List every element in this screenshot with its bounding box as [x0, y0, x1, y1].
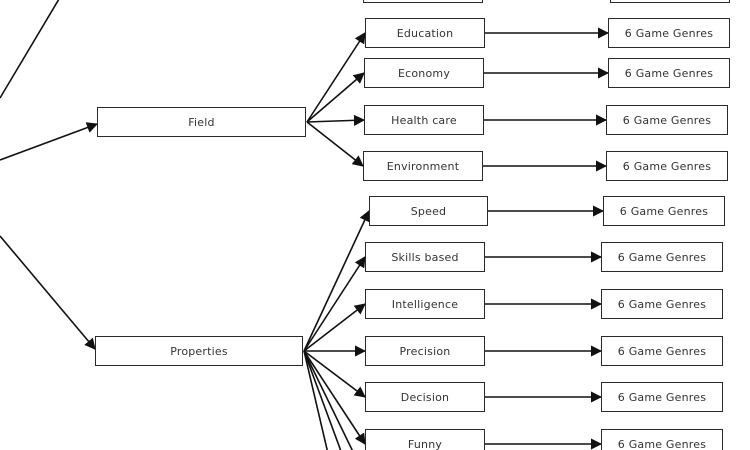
properties-node-label: Properties — [170, 344, 228, 358]
properties-child-speed-label: Speed — [410, 204, 447, 218]
root-to-properties-edge — [0, 235, 96, 350]
root-to-field-edge — [0, 122, 99, 161]
leaf-label: 6 Game Genres — [622, 113, 712, 127]
leaf-economy: 6 Game Genres — [608, 58, 730, 88]
edge-field-to-environment — [306, 121, 364, 167]
leaf-label: 6 Game Genres — [617, 297, 707, 311]
leaf-label: 6 Game Genres — [617, 437, 707, 450]
properties-child-funny: Funny — [365, 429, 485, 450]
root-edge-upper — [0, 0, 60, 99]
edge-properties-offscreen-2 — [303, 350, 342, 450]
leaf-funny: 6 Game Genres — [601, 429, 723, 450]
properties-child-intelligence: Intelligence — [365, 289, 485, 319]
edge-field-to-education — [306, 32, 366, 123]
leaf-label: 6 Game Genres — [617, 250, 707, 264]
top-clipped-box-1 — [363, 0, 483, 3]
field-child-environment: Environment — [363, 151, 483, 181]
leaf-label: 6 Game Genres — [624, 66, 714, 80]
field-child-health-care-label: Health care — [391, 113, 457, 127]
edge-properties-offscreen-3 — [303, 350, 354, 450]
properties-child-funny-label: Funny — [407, 437, 443, 450]
leaf-health-care: 6 Game Genres — [606, 105, 728, 135]
field-node-label: Field — [188, 115, 215, 129]
field-node: Field — [97, 107, 306, 137]
leaf-environment: 6 Game Genres — [606, 151, 728, 181]
properties-child-decision-label: Decision — [400, 390, 450, 404]
top-clipped-box-2 — [610, 0, 730, 3]
leaf-label: 6 Game Genres — [619, 204, 709, 218]
field-child-health-care: Health care — [364, 105, 484, 135]
properties-child-decision: Decision — [365, 382, 485, 412]
properties-child-intelligence-label: Intelligence — [391, 297, 459, 311]
leaf-label: 6 Game Genres — [617, 390, 707, 404]
edge-properties-to-funny — [303, 350, 366, 445]
edge-field-to-economy — [306, 72, 365, 123]
field-child-education: Education — [365, 18, 485, 48]
leaf-skills-based: 6 Game Genres — [601, 242, 723, 272]
leaf-precision: 6 Game Genres — [601, 336, 723, 366]
edge-properties-offscreen-1 — [303, 350, 329, 450]
field-child-education-label: Education — [396, 26, 454, 40]
leaf-decision: 6 Game Genres — [601, 382, 723, 412]
properties-child-precision-label: Precision — [399, 344, 451, 358]
leaf-label: 6 Game Genres — [624, 26, 714, 40]
properties-node: Properties — [95, 336, 303, 366]
leaf-label: 6 Game Genres — [622, 159, 712, 173]
field-child-environment-label: Environment — [386, 159, 460, 173]
edge-properties-to-skills-based — [303, 256, 366, 352]
field-child-economy-label: Economy — [397, 66, 451, 80]
properties-child-speed: Speed — [369, 196, 488, 226]
properties-child-skills-based: Skills based — [365, 242, 485, 272]
leaf-education: 6 Game Genres — [608, 18, 730, 48]
edge-properties-to-decision — [303, 350, 366, 398]
leaf-intelligence: 6 Game Genres — [601, 289, 723, 319]
edge-properties-to-intelligence — [303, 303, 366, 352]
properties-child-skills-based-label: Skills based — [391, 250, 459, 264]
field-child-economy: Economy — [364, 58, 484, 88]
leaf-label: 6 Game Genres — [617, 344, 707, 358]
properties-child-precision: Precision — [365, 336, 485, 366]
edge-properties-to-speed — [303, 209, 370, 352]
edge-field-to-health-care — [306, 114, 366, 126]
leaf-speed: 6 Game Genres — [603, 196, 725, 226]
